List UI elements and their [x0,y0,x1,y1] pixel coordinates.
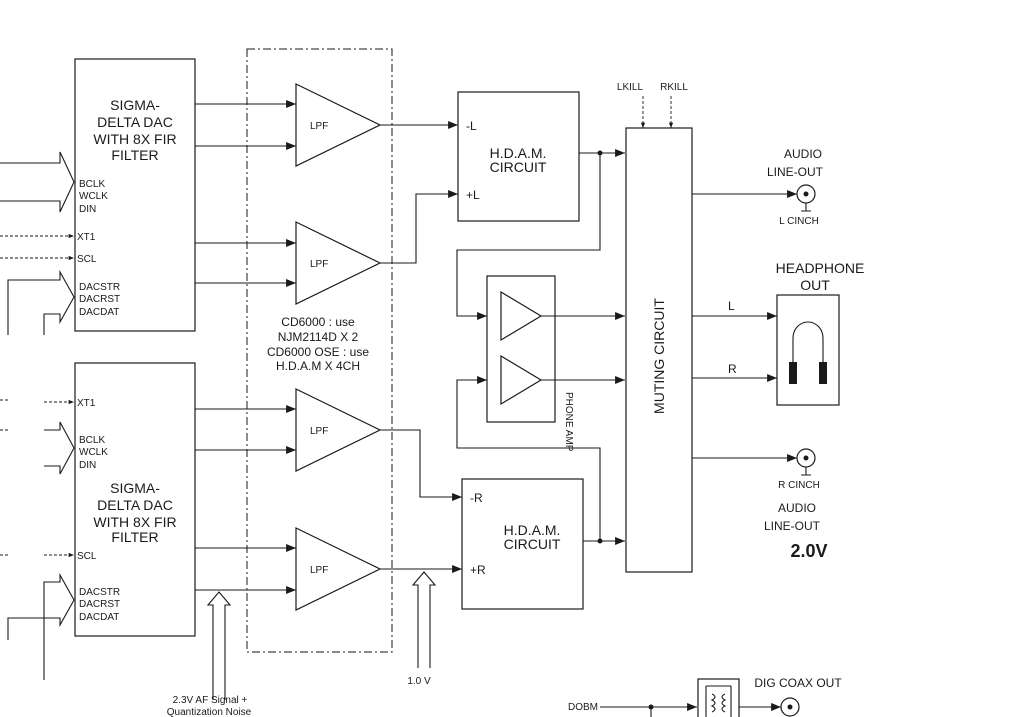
svg-text:LPF: LPF [310,121,328,132]
bottom-dac-line2: DELTA DAC [97,497,173,513]
top-dac-block: SIGMA- DELTA DAC WITH 8X FIR FILTER BCLK… [74,58,196,332]
lpf-4: LPF [295,527,382,611]
audio-top-line1: AUDIO [784,147,822,161]
dig-label: DIG COAX OUT [754,676,842,690]
top-pin-bclk: BCLK [79,179,105,190]
dig-coax-out: DOBM DIG COAX OUT [568,676,842,717]
signal-note-line2: Quantization Noise [167,707,252,717]
bottom-pin-scl: SCL [77,551,97,562]
audio-line-out-top: AUDIO LINE-OUT L CINCH [692,147,824,227]
note-line2: NJM2114D X 2 [278,330,359,344]
bottom-pin-wclk: WCLK [79,447,108,458]
bottom-pin-bclk: BCLK [79,435,105,446]
bottom-dac-input-buses [0,399,75,680]
headphone-out: HEADPHONE OUT L R [692,260,865,406]
hdam-bottom-line2: CIRCUIT [504,536,561,552]
hdam-bottom-line1: H.D.A.M. [504,522,561,538]
top-pin-dacdat: DACDAT [79,307,119,318]
lkill-label: LKILL [617,82,644,93]
l-cinch-label: L CINCH [779,216,819,227]
audio-bottom-line1: AUDIO [778,501,816,515]
bottom-dac-line1: SIGMA- [110,480,160,496]
lpf-to-hdam-wires [380,121,462,573]
muting-circuit-block: MUTING CIRCUIT LKILL RKILL [617,82,693,573]
top-pin-dacstr: DACSTR [79,282,120,293]
bottom-dac-line4: FILTER [111,529,158,545]
top-dac-line2: DELTA DAC [97,114,173,130]
lpf-enclosure [246,48,393,653]
hdam-top-plus: +L [466,188,480,202]
hdam-bottom-minus: -R [470,491,483,505]
audio-top-line2: LINE-OUT [767,165,824,179]
top-dac-input-buses [0,151,75,335]
svg-text:LPF: LPF [310,259,328,270]
r-cinch-label: R CINCH [778,480,820,491]
hdam-top-line2: CIRCUIT [490,159,547,175]
dobm-label: DOBM [568,702,598,713]
top-pin-din: DIN [79,204,96,215]
lpf-3: LPF [295,388,382,472]
phone-amp-label: PHONE AMP [563,392,574,452]
lpf-2: LPF [295,221,382,305]
lpf-1: LPF [295,83,382,167]
top-pin-wclk: WCLK [79,191,108,202]
audio-line-out-bottom: R CINCH AUDIO LINE-OUT 2.0V [692,448,828,561]
top-pin-scl: SCL [77,254,97,265]
hdam-top-block: -L +L H.D.A.M. CIRCUIT [457,91,580,222]
signal-note-line1: 2.3V AF Signal + [173,695,248,706]
bottom-dac-line3: WITH 8X FIR [93,514,176,530]
svg-text:LPF: LPF [310,426,328,437]
hp-l-label: L [728,299,735,313]
top-dac-line4: FILTER [111,147,158,163]
probe-23v: 2.3V AF Signal + Quantization Noise [167,591,252,717]
phone-amp-block: PHONE AMP [486,275,625,452]
bottom-pin-dacrst: DACRST [79,599,120,610]
amp-note: CD6000 : use NJM2114D X 2 CD6000 OSE : u… [267,315,369,373]
hdam-bottom-block: -R +R H.D.A.M. CIRCUIT [461,478,584,610]
hp-r-label: R [728,362,737,376]
hdam-output-wires [456,149,625,545]
headphone-line1: HEADPHONE [776,260,865,276]
note-line1: CD6000 : use [281,315,355,329]
top-dac-line1: SIGMA- [110,97,160,113]
bottom-dac-block: SIGMA- DELTA DAC WITH 8X FIR FILTER XT1 … [74,362,196,637]
hdam-top-minus: -L [466,119,477,133]
muting-label: MUTING CIRCUIT [651,298,667,414]
svg-text:LPF: LPF [310,565,328,576]
bottom-pin-xt1: XT1 [77,398,96,409]
voltage-label: 1.0 V [407,676,431,687]
note-line4: H.D.A.M X 4CH [276,359,360,373]
probe-1v: 1.0 V [407,571,437,687]
level-label: 2.0V [790,541,827,561]
hdam-top-line1: H.D.A.M. [490,145,547,161]
dac-to-lpf-wires [195,100,296,594]
bottom-pin-dacstr: DACSTR [79,587,120,598]
top-pin-dacrst: DACRST [79,294,120,305]
rkill-label: RKILL [660,82,688,93]
audio-bottom-line2: LINE-OUT [764,519,821,533]
top-pin-xt1: XT1 [77,232,96,243]
hdam-bottom-plus: +R [470,563,486,577]
bottom-pin-dacdat: DACDAT [79,612,119,623]
top-dac-line3: WITH 8X FIR [93,131,176,147]
note-line3: CD6000 OSE : use [267,345,369,359]
headphone-line2: OUT [800,277,830,293]
bottom-pin-din: DIN [79,460,96,471]
